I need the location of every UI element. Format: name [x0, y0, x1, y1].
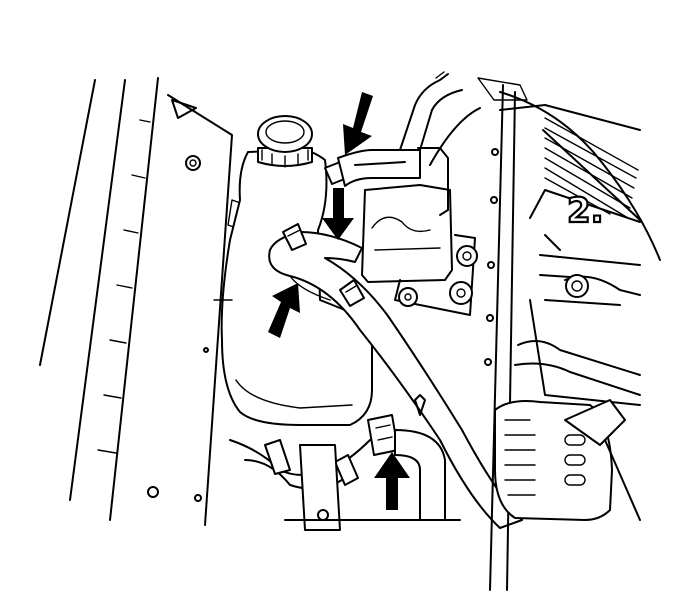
callout-arrows — [268, 92, 410, 510]
hose-clamps — [282, 223, 399, 456]
engine-cover: 2. — [484, 91, 661, 406]
arrow-reservoir-lower-hose — [268, 283, 300, 338]
arrow-reservoir-inlet-clamp — [322, 188, 354, 240]
coolant-bracket — [361, 147, 478, 316]
alternator — [494, 399, 641, 521]
engine-size-label: 2. — [567, 191, 604, 231]
arrow-bottom-hose-clamp — [374, 452, 410, 510]
fender-panel — [39, 77, 247, 526]
lower-hose-and-harness — [229, 394, 461, 531]
arrow-top-hose-clamp — [343, 92, 373, 155]
